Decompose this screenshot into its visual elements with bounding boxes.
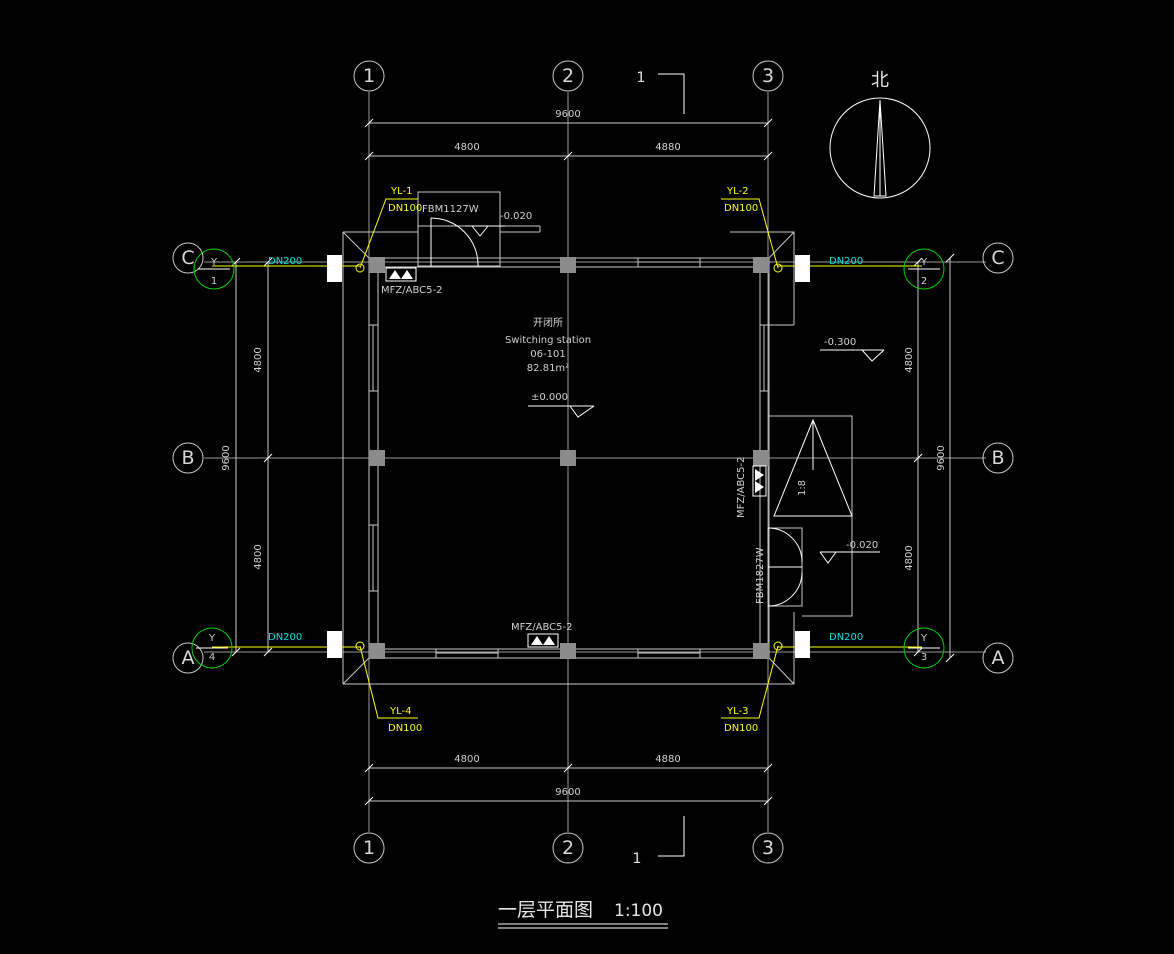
pipe-label-northwest: DN200 (268, 256, 302, 267)
level-markers: -0.020 ±0.000 -0.300 -0.020 (465, 211, 885, 564)
dim-bottom-total: 9600 (555, 787, 580, 798)
axis-3-bottom: 3 (762, 837, 774, 859)
level-north-entrance: -0.020 (500, 211, 532, 222)
pipe-label-northeast: DN200 (829, 256, 863, 267)
extinguisher-northwest-label: MFZ/ABC5-2 (381, 285, 442, 296)
dim-top-left: 4800 (454, 142, 479, 153)
room-name-en: Switching station (505, 335, 591, 346)
rainwater-pipes: DN200 DN200 DN200 DN200 Y 1 Y 2 Y 3 Y 4 … (191, 186, 945, 734)
extinguisher-northwest: MFZ/ABC5-2 (381, 267, 442, 296)
riser-yl2-size: DN100 (724, 203, 758, 214)
ramp-slope: 1:8 (797, 480, 808, 496)
riser-yl4: YL-4 (389, 706, 411, 717)
riser-y-4: Y (208, 633, 216, 644)
riser-y-2: Y (920, 257, 928, 268)
grid-lines (204, 92, 986, 832)
extinguisher-east-label: MFZ/ABC5-2 (736, 457, 747, 518)
riser-num-3: 3 (921, 652, 927, 663)
pipe-label-southeast: DN200 (829, 632, 863, 643)
dim-bottom-right: 4880 (655, 754, 680, 765)
riser-yl2: YL-2 (726, 186, 748, 197)
title-scale: 1:100 (614, 901, 663, 921)
title-text: 一层平面图 (498, 899, 593, 921)
door-north: FBM1127W (417, 191, 501, 267)
section-mark-top: 1 (637, 70, 646, 86)
axis-c-right: C (991, 247, 1004, 269)
room-code: 06-101 (530, 349, 565, 360)
structural-columns (369, 257, 769, 659)
dim-right-total: 9600 (936, 445, 947, 470)
riser-num-4: 4 (209, 652, 215, 663)
axis-a-left: A (182, 647, 195, 669)
axis-1-top: 1 (363, 65, 375, 87)
riser-yl1-size: DN100 (388, 203, 422, 214)
north-arrow: 北 (829, 70, 931, 199)
axis-2-bottom: 2 (562, 837, 574, 859)
axis-2-top: 2 (562, 65, 574, 87)
axis-b-left: B (181, 447, 194, 469)
level-east-entrance: -0.020 (846, 540, 878, 551)
axis-c-left: C (181, 247, 194, 269)
riser-yl3-size: DN100 (724, 723, 758, 734)
riser-yl1: YL-1 (390, 186, 412, 197)
dim-right-lower: 4800 (904, 545, 915, 570)
riser-yl3: YL-3 (726, 706, 748, 717)
ramp: 1:8 (768, 415, 853, 617)
extinguisher-south: MFZ/ABC5-2 (511, 622, 572, 648)
door-north-label: FBM1127W (422, 204, 479, 215)
door-east-label: FBM1827W (755, 547, 766, 604)
dim-left-lower: 4800 (253, 544, 264, 569)
north-label: 北 (871, 70, 889, 91)
axis-bubbles: 1 2 3 1 2 3 C B A C B A (172, 60, 1014, 864)
pipe-label-southwest: DN200 (268, 632, 302, 643)
extinguisher-east: MFZ/ABC5-2 (736, 457, 767, 518)
room-area: 82.81m² (527, 363, 569, 374)
dim-top-total: 9600 (555, 109, 580, 120)
dim-bottom-left: 4800 (454, 754, 479, 765)
extinguisher-south-label: MFZ/ABC5-2 (511, 622, 572, 633)
axis-b-right: B (991, 447, 1004, 469)
riser-yl4-size: DN100 (388, 723, 422, 734)
dim-left-total: 9600 (221, 445, 232, 470)
section-mark-bottom: 1 (633, 851, 642, 867)
axis-a-right: A (992, 647, 1005, 669)
level-outside: -0.300 (824, 337, 856, 348)
dim-right-upper: 4800 (904, 347, 915, 372)
riser-y-3: Y (920, 633, 928, 644)
axis-1-bottom: 1 (363, 837, 375, 859)
section-marks: 1 1 (633, 70, 685, 867)
room-label: 开闭所 Switching station 06-101 82.81m² (505, 316, 591, 374)
dim-left-upper: 4800 (253, 347, 264, 372)
room-name-cn: 开闭所 (533, 316, 563, 329)
level-floor: ±0.000 (531, 392, 568, 403)
riser-y-1: Y (210, 257, 218, 268)
riser-num-2: 2 (921, 276, 927, 287)
dim-top-right: 4880 (655, 142, 680, 153)
door-east: FBM1827W (755, 527, 803, 607)
drawing-title: 一层平面图 1:100 (498, 899, 668, 929)
riser-num-1: 1 (211, 276, 217, 287)
axis-3-top: 3 (762, 65, 774, 87)
dimension-lines: 9600 4800 4880 4800 4880 9600 9600 4800 … (221, 109, 955, 806)
